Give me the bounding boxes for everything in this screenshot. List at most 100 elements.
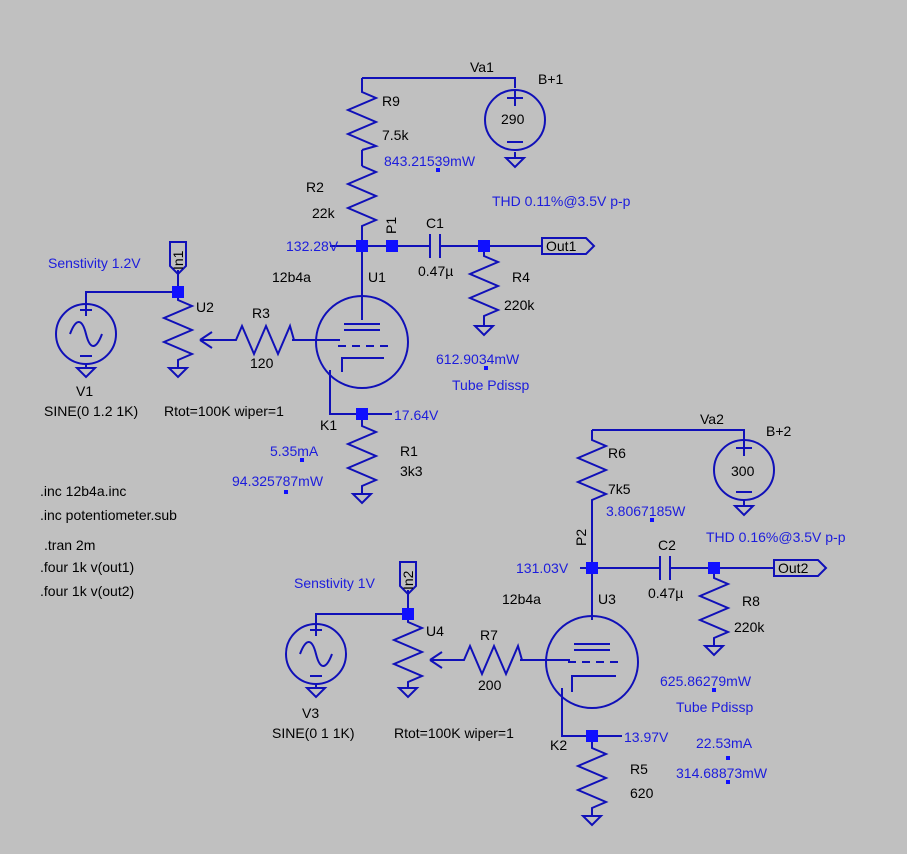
marker-k2-current	[726, 756, 730, 760]
value-r9: 7.5k	[382, 127, 409, 143]
directive-tran: .tran 2m	[44, 537, 95, 553]
value-r3: 120	[250, 355, 274, 371]
label-p2: P2	[573, 529, 589, 546]
value-r6: 7k5	[608, 481, 631, 497]
label-r9: R9	[382, 93, 400, 109]
marker-u3-power	[712, 688, 716, 692]
out1-port[interactable]	[541, 237, 596, 255]
label-p1: P1	[383, 217, 399, 234]
marker-r5-power	[726, 780, 730, 784]
label-out1: Out1	[546, 238, 577, 254]
pot-u4[interactable]	[391, 614, 425, 698]
thd-2: THD 0.16%@3.5V p-p	[706, 529, 846, 545]
tube-u3[interactable]	[520, 615, 639, 737]
in1-port[interactable]	[169, 241, 187, 276]
marker-u1-power	[484, 366, 488, 370]
label-r5: R5	[630, 761, 648, 777]
power-r9: 843.21539mW	[384, 153, 476, 169]
supply2-symbol[interactable]	[713, 439, 775, 501]
node-out1	[478, 240, 490, 252]
marker-k1-current	[300, 458, 304, 462]
out2-port[interactable]	[773, 559, 828, 577]
resistor-r5[interactable]	[575, 736, 609, 826]
value-supply2: 300	[731, 463, 755, 479]
sensitivity-2: Senstivity 1V	[294, 575, 376, 591]
power-u1: 612.9034mW	[436, 351, 520, 367]
pdissp-u1: Tube Pdissp	[452, 377, 530, 393]
tube-u1[interactable]	[292, 295, 409, 415]
label-va1: Va1	[470, 59, 494, 75]
label-k2: K2	[550, 737, 567, 753]
resistor-r3[interactable]	[199, 323, 295, 357]
power-r6: 3.8067185W	[606, 503, 686, 519]
label-r7: R7	[480, 627, 498, 643]
label-u3: U3	[598, 591, 616, 607]
label-r8: R8	[742, 593, 760, 609]
voltage-k1: 17.64V	[394, 407, 439, 423]
directive-inc-pot: .inc potentiometer.sub	[40, 507, 177, 523]
label-r3: R3	[252, 305, 270, 321]
label-u2: U2	[196, 299, 214, 315]
node-p2	[586, 562, 598, 574]
resistor-r1[interactable]	[345, 414, 379, 504]
params-u2: Rtot=100K wiper=1	[164, 403, 284, 419]
pot-u2[interactable]	[161, 292, 195, 378]
label-u1: U1	[368, 269, 386, 285]
marker-r9-power	[436, 168, 440, 172]
label-r1: R1	[400, 443, 418, 459]
source-v3[interactable]	[285, 590, 409, 698]
power-u3: 625.86279mW	[660, 673, 752, 689]
label-u4: U4	[426, 623, 444, 639]
label-c1: C1	[426, 215, 444, 231]
label-out2: Out2	[778, 560, 809, 576]
in2-port[interactable]	[399, 561, 417, 596]
label-v3: V3	[302, 705, 319, 721]
value-r4: 220k	[504, 297, 535, 313]
value-supply1: 290	[501, 111, 525, 127]
label-k1: K1	[320, 417, 337, 433]
label-r6: R6	[608, 445, 626, 461]
params-u4: Rtot=100K wiper=1	[394, 725, 514, 741]
voltage-p1: 132.28V	[286, 238, 339, 254]
value-c2: 0.47µ	[648, 585, 683, 601]
power-r5: 314.68873mW	[676, 765, 768, 781]
value-v3: SINE(0 1 1K)	[272, 725, 354, 741]
current-k2: 22.53mA	[696, 735, 753, 751]
node-in2	[402, 608, 414, 620]
value-r1: 3k3	[400, 463, 423, 479]
power-r1: 94.325787mW	[232, 473, 324, 489]
voltage-k2: 13.97V	[624, 729, 669, 745]
source-v1[interactable]	[55, 270, 179, 378]
label-bplus1: B+1	[538, 71, 564, 87]
directive-inc-tube: .inc 12b4a.inc	[40, 483, 126, 499]
directive-four-out2: .four 1k v(out2)	[40, 583, 134, 599]
value-r5: 620	[630, 785, 654, 801]
value-v1: SINE(0 1.2 1K)	[44, 403, 138, 419]
model-u1: 12b4a	[272, 269, 311, 285]
label-r2: R2	[306, 179, 324, 195]
current-k1: 5.35mA	[270, 443, 319, 459]
node-k1	[356, 408, 368, 420]
voltage-p2: 131.03V	[516, 560, 569, 576]
node-k2	[586, 730, 598, 742]
value-r7: 200	[478, 677, 502, 693]
label-bplus2: B+2	[766, 423, 792, 439]
sensitivity-1: Senstivity 1.2V	[48, 255, 141, 271]
pdissp-u3: Tube Pdissp	[676, 699, 754, 715]
label-v1: V1	[76, 383, 93, 399]
supply1-symbol[interactable]	[484, 89, 546, 151]
resistor-r7[interactable]	[429, 643, 523, 677]
value-r8: 220k	[734, 619, 765, 635]
node-p1	[386, 240, 398, 252]
model-u3: 12b4a	[502, 591, 541, 607]
label-in2: In2	[400, 570, 416, 590]
value-c1: 0.47µ	[418, 263, 453, 279]
stage1-wires	[330, 77, 542, 336]
marker-r1-power	[284, 490, 288, 494]
label-r4: R4	[512, 269, 530, 285]
marker-r6-power	[650, 518, 654, 522]
directive-four-out1: .four 1k v(out1)	[40, 559, 134, 575]
node-p1-plate	[356, 240, 368, 252]
